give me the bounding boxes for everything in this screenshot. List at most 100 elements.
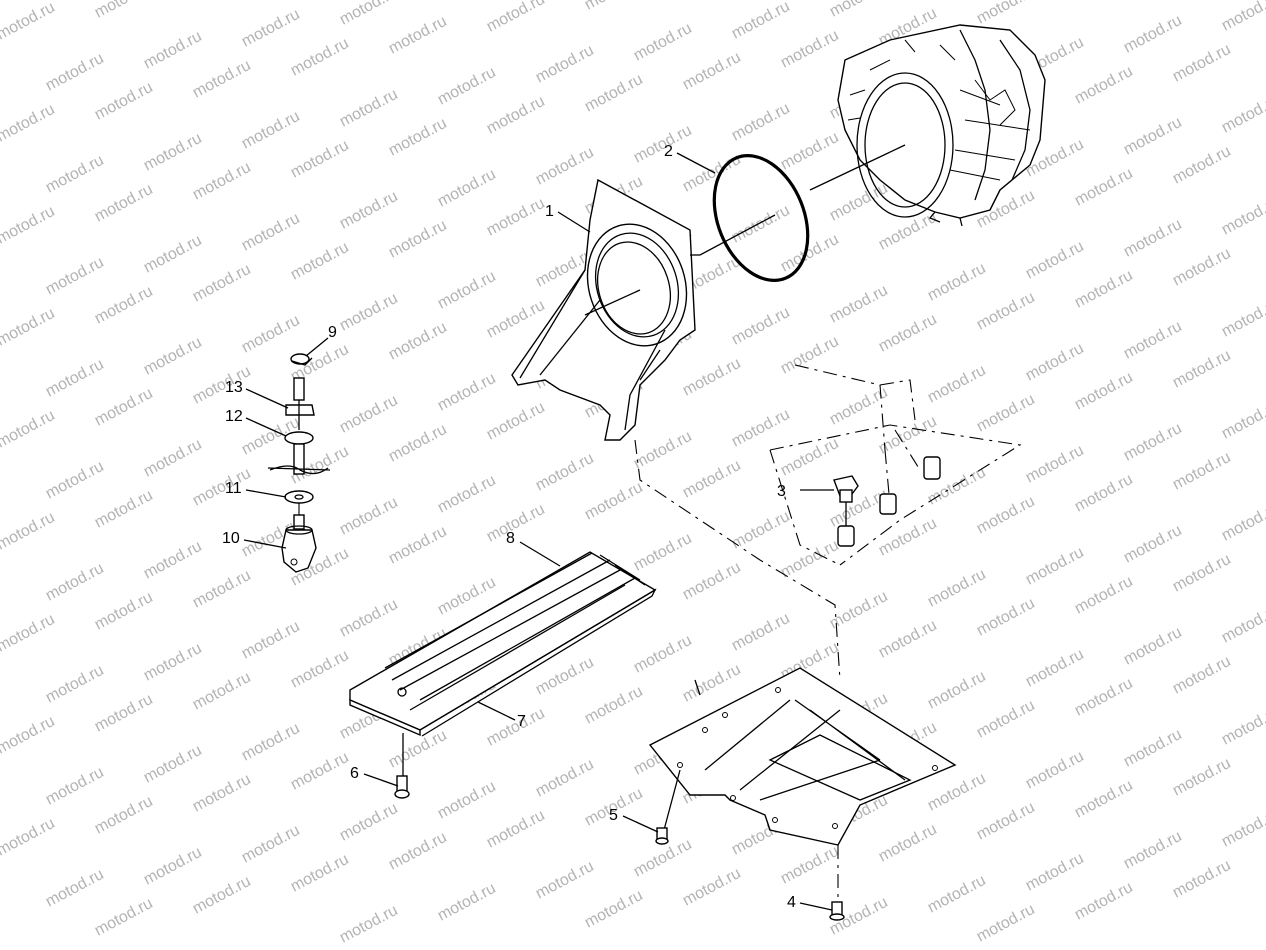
watermark-text: motod.ru	[1072, 63, 1136, 108]
watermark-text: motod.ru	[435, 472, 499, 517]
bolt-5	[655, 769, 681, 845]
watermark-text: motod.ru	[1170, 755, 1234, 800]
watermark-text: motod.ru	[1072, 369, 1136, 414]
watermark-text: motod.ru	[0, 815, 58, 860]
watermark-text: motod.ru	[876, 617, 940, 662]
watermark-text: motod.ru	[141, 640, 205, 685]
watermark-text: motod.ru	[92, 895, 156, 940]
watermark-text: motod.ru	[778, 27, 842, 72]
watermark-text: motod.ru	[1170, 551, 1234, 596]
watermark-text: motod.ru	[92, 793, 156, 838]
watermark-text: motod.ru	[582, 0, 646, 14]
watermark-text: motod.ru	[288, 137, 352, 182]
watermark-text: motod.ru	[386, 217, 450, 262]
watermark-text: motod.ru	[92, 79, 156, 124]
watermark-text: motod.ru	[484, 0, 548, 36]
watermark-text: motod.ru	[778, 333, 842, 378]
watermark-text: motod.ru	[1072, 675, 1136, 720]
watermark-text: motod.ru	[386, 13, 450, 58]
watermark-text: motod.ru	[484, 195, 548, 240]
watermark-text: motod.ru	[1072, 165, 1136, 210]
watermark-text: motod.ru	[876, 515, 940, 560]
watermark-text: motod.ru	[190, 465, 254, 510]
watermark-text: motod.ru	[1121, 216, 1185, 261]
pump-housing	[837, 24, 1046, 227]
watermark-text: motod.ru	[386, 115, 450, 160]
watermark-text: motod.ru	[729, 406, 793, 451]
watermark-text: motod.ru	[729, 610, 793, 655]
callout-3: 3	[777, 483, 786, 500]
watermark-text: motod.ru	[43, 866, 107, 911]
callouts: 1 2 3 4 5 6 7 8 9 10 11 12 13	[222, 143, 833, 911]
watermark-text: motod.ru	[1072, 777, 1136, 822]
watermark-text: motod.ru	[974, 799, 1038, 844]
watermark-text: motod.ru	[925, 770, 989, 815]
watermark-text: motod.ru	[43, 152, 107, 197]
watermark-text: motod.ru	[92, 385, 156, 430]
watermark-text: motod.ru	[1023, 646, 1087, 691]
watermark-text: motod.ru	[190, 771, 254, 816]
watermark-text: motod.ru	[631, 428, 695, 473]
watermark-text: motod.ru	[1219, 92, 1266, 137]
watermark-text: motod.ru	[1072, 879, 1136, 924]
watermark-text: motod.ru	[778, 843, 842, 888]
watermark-text: motod.ru	[974, 697, 1038, 742]
watermark-text: motod.ru	[239, 6, 303, 51]
watermark-text: motod.ru	[1219, 296, 1266, 341]
watermark-text: motod.ru	[533, 144, 597, 189]
watermark-text: motod.ru	[974, 289, 1038, 334]
watermark-text: motod.ru	[1121, 624, 1185, 669]
watermark-text: motod.ru	[288, 35, 352, 80]
watermark-text: motod.ru	[190, 669, 254, 714]
watermark-text: motod.ru	[43, 560, 107, 605]
watermark-text: motod.ru	[778, 537, 842, 582]
leader-housing	[809, 144, 906, 191]
watermark-text: motod.ru	[1170, 857, 1234, 902]
watermark-text: motod.ru	[288, 647, 352, 692]
watermark-text: motod.ru	[1219, 704, 1266, 749]
watermark-text: motod.ru	[386, 319, 450, 364]
watermark-text: motod.ru	[680, 661, 744, 706]
watermark-text: motod.ru	[484, 399, 548, 444]
callout-12: 12	[225, 408, 243, 425]
adapter-plate	[511, 178, 700, 441]
watermark-text: motod.ru	[1170, 143, 1234, 188]
watermark-text: motod.ru	[729, 100, 793, 145]
drain-plug	[800, 475, 859, 526]
bolt-6	[394, 733, 410, 799]
watermark-text: motod.ru	[141, 436, 205, 481]
watermark-text: motod.ru	[337, 86, 401, 131]
watermark-text: motod.ru	[1219, 602, 1266, 647]
watermark-text: motod.ru	[1023, 340, 1087, 385]
watermark-text: motod.ru	[288, 749, 352, 794]
watermark-text: motod.ru	[1170, 653, 1234, 698]
watermark-text: motod.ru	[484, 501, 548, 546]
watermark-text: motod.ru	[925, 362, 989, 407]
watermark-text: motod.ru	[92, 0, 156, 22]
watermark-text: motod.ru	[190, 159, 254, 204]
watermark-text: motod.ru	[484, 297, 548, 342]
watermark-text: motod.ru	[778, 231, 842, 276]
watermark-text: motod.ru	[0, 0, 58, 44]
watermark-text: motod.ru	[288, 239, 352, 284]
watermark-text: motod.ru	[484, 93, 548, 138]
watermark-text: motod.ru	[190, 873, 254, 918]
watermark-text: motod.ru	[43, 356, 107, 401]
watermark-text: motod.ru	[631, 122, 695, 167]
watermark-text: motod.ru	[239, 312, 303, 357]
watermark-text: motod.ru	[92, 181, 156, 226]
watermark-text: motod.ru	[1072, 573, 1136, 618]
watermark-text: motod.ru	[141, 844, 205, 889]
watermark-text: motod.ru	[386, 523, 450, 568]
watermark-text: motod.ru	[778, 129, 842, 174]
watermark-text: motod.ru	[0, 305, 58, 350]
bolt-4	[829, 845, 845, 921]
watermark-text: motod.ru	[92, 487, 156, 532]
callout-11: 11	[225, 480, 242, 497]
watermark-text: motod.ru	[0, 407, 58, 452]
watermark-text: motod.ru	[729, 202, 793, 247]
watermark-text: motod.ru	[141, 538, 205, 583]
watermark-text: motod.ru	[190, 57, 254, 102]
watermark-text: motod.ru	[1219, 398, 1266, 443]
